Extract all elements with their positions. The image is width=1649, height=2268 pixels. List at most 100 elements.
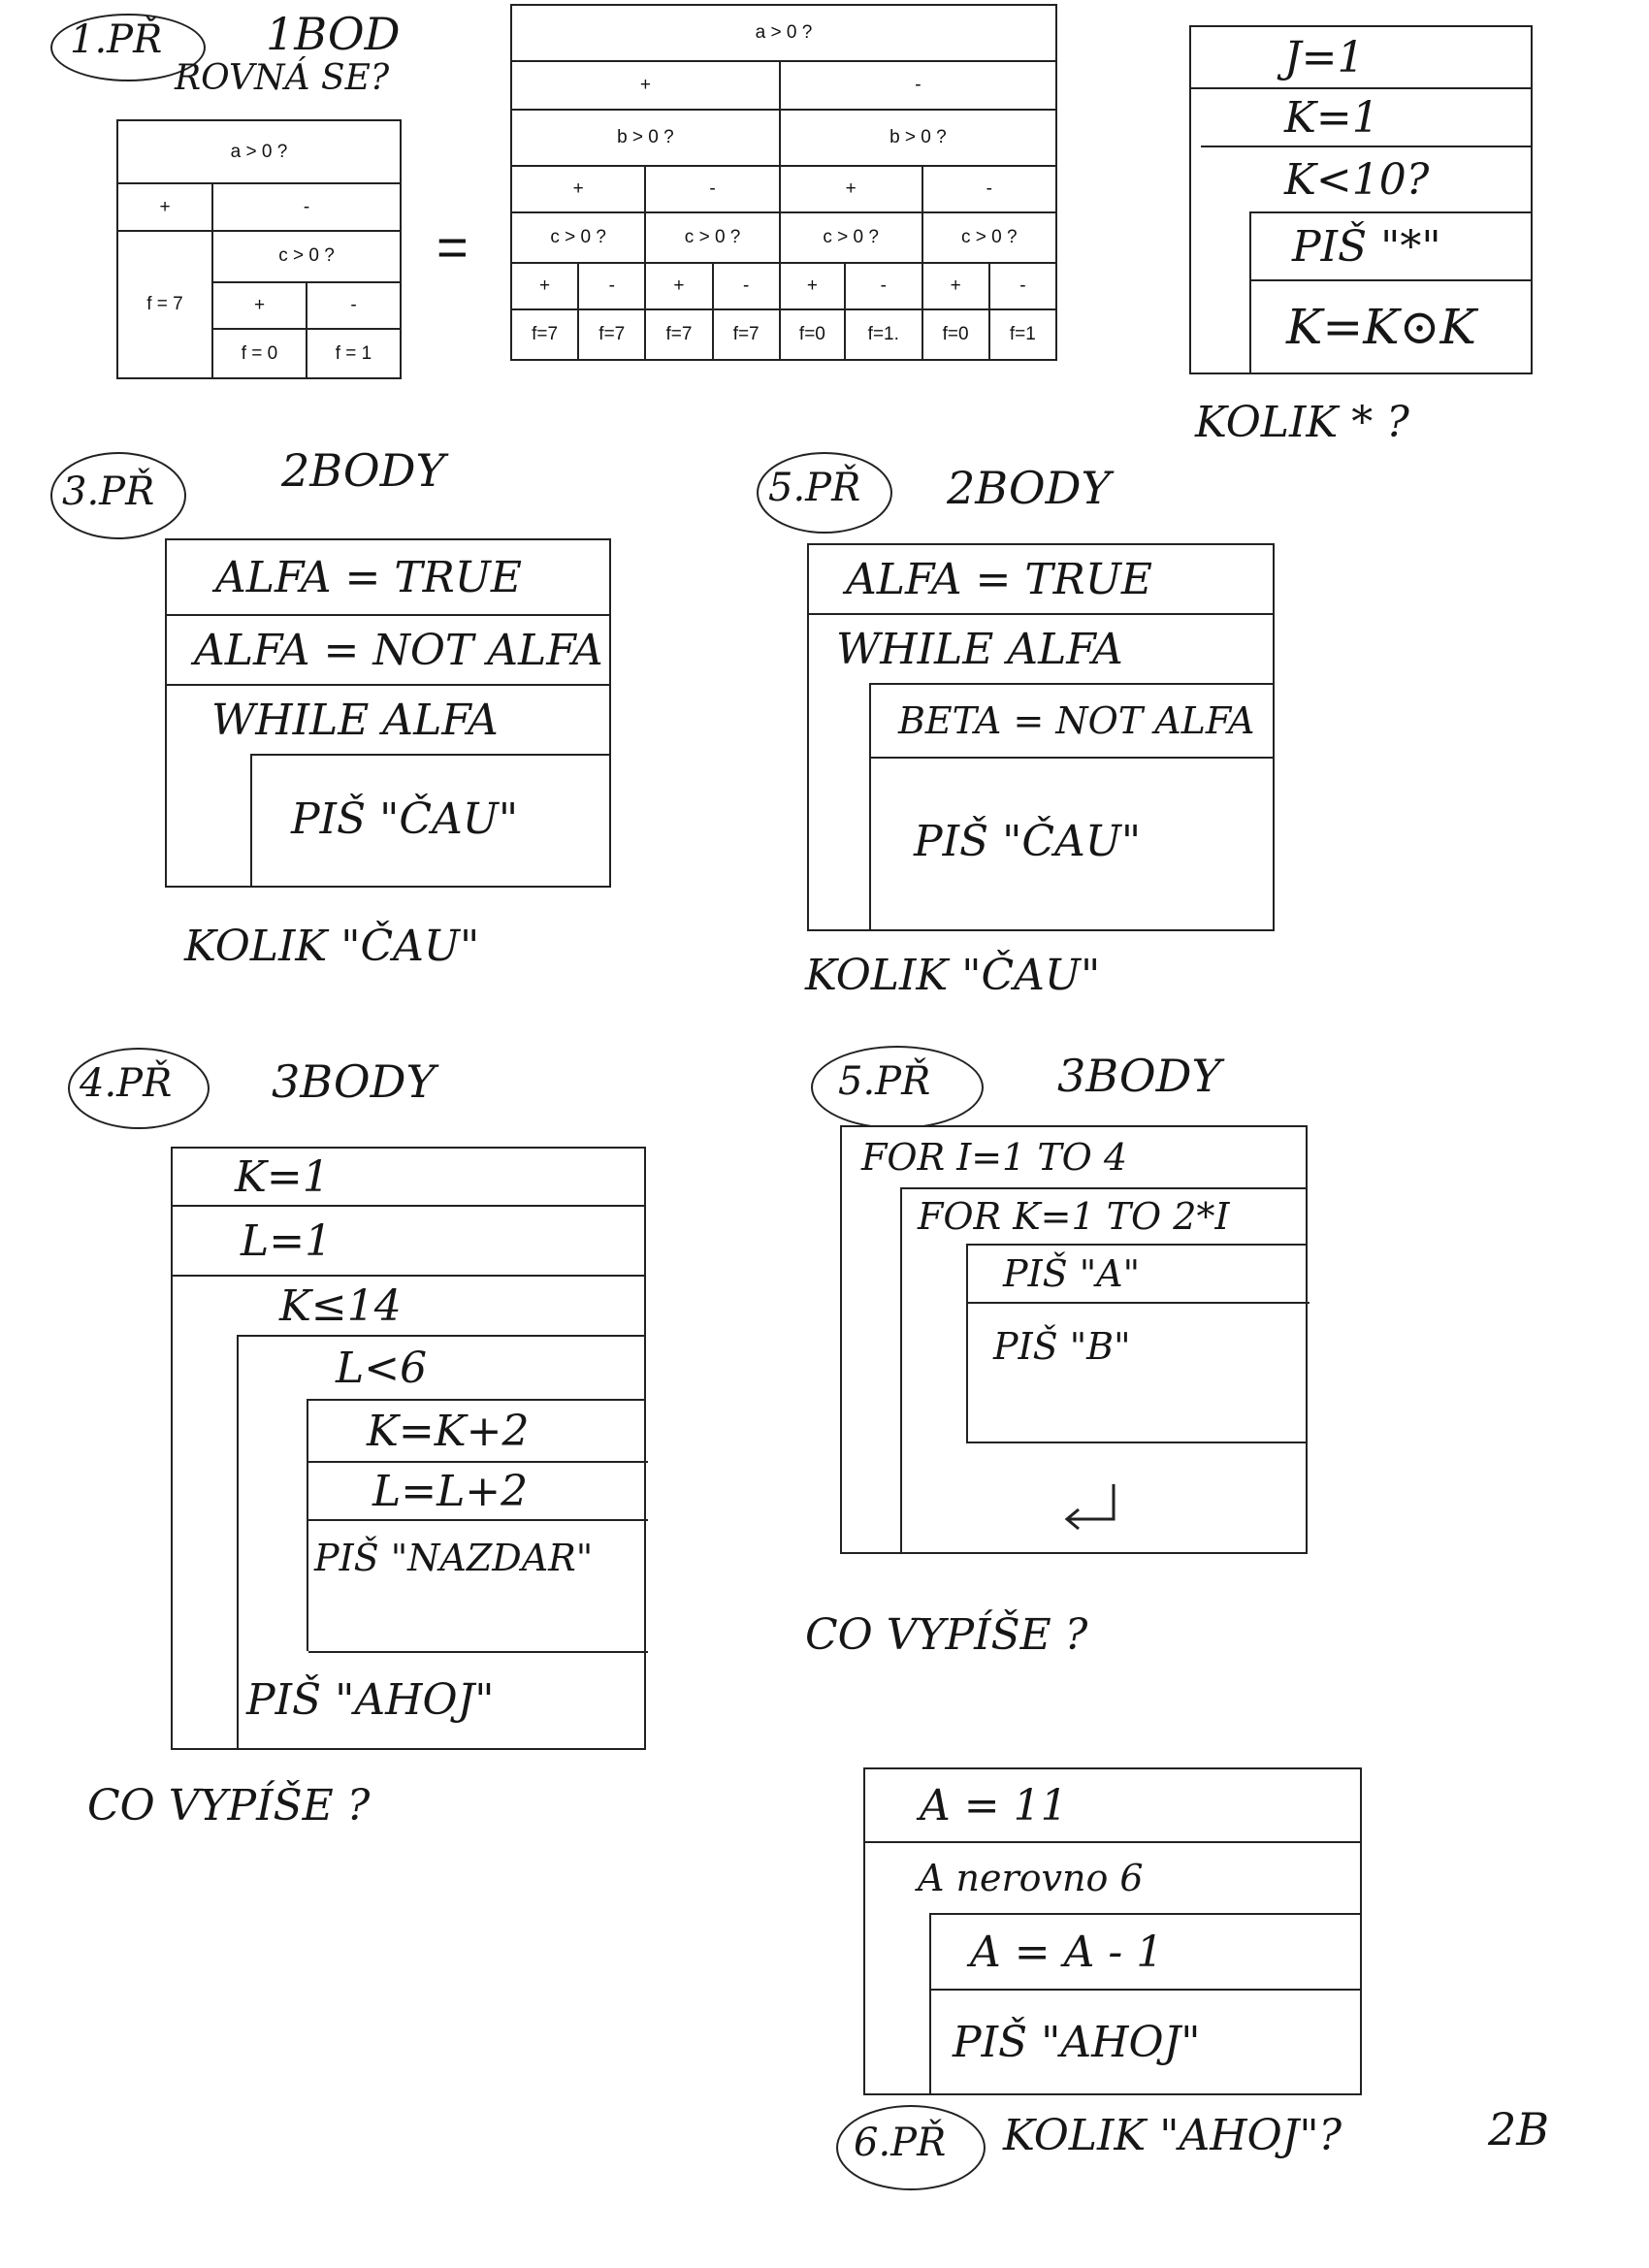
ex4-row-5: K=K+2 xyxy=(308,1401,648,1463)
ex1-right-r4: f=7 xyxy=(711,308,781,361)
ex1-right-bp1: + xyxy=(509,165,647,213)
ex1-right-s2: - xyxy=(577,262,647,310)
ex6-row-4: PIŠ "AHOJ" xyxy=(953,2017,1201,2067)
ex2-row-1: J=1 xyxy=(1191,27,1531,89)
ex1-left-table: a > 0 ? + - f = 7 c > 0 ? + - f = 0 f = … xyxy=(116,118,402,380)
ex1-right-s4: - xyxy=(711,262,781,310)
ex6-label-circle xyxy=(836,2105,986,2190)
ex3-row-3: WHILE ALFA xyxy=(211,695,499,745)
ex3-points: 2BODY xyxy=(281,444,445,497)
ex2-question: KOLIK * ? xyxy=(1195,398,1409,447)
ex6-loop-body: A = A - 1 PIŠ "AHOJ" xyxy=(929,1913,1362,2093)
ex4-row-8: PIŠ "AHOJ" xyxy=(246,1674,495,1725)
ex5a-row-4: PIŠ "ČAU" xyxy=(914,816,1142,866)
ex3-loop-body: PIŠ "ČAU" xyxy=(250,754,609,886)
ex5a-label-circle xyxy=(757,452,892,534)
ex6-row-1: A = 11 xyxy=(865,1769,1360,1843)
ex1-right-s7: + xyxy=(921,262,990,310)
ex2-loop-body: PIŠ "*" K=K⊙K xyxy=(1249,211,1533,373)
ex5b-outer-loop: FOR K=1 TO 2*I PIŠ "A" PIŠ "B" xyxy=(900,1187,1310,1552)
ex1-right-c4: c > 0 ? xyxy=(921,211,1058,264)
ex1-question: ROVNÁ SE? xyxy=(175,58,390,98)
ex1-right-s1: + xyxy=(509,262,580,310)
ex5b-question: CO VYPÍŠE ? xyxy=(805,1610,1088,1660)
ex1-equals: = xyxy=(436,216,469,277)
ex4-row-4: L<6 xyxy=(336,1343,428,1393)
ex1-left-head: a > 0 ? xyxy=(116,118,402,185)
ex1-right-r8: f=1 xyxy=(987,308,1058,361)
ex2-row-3: K<10? xyxy=(1284,154,1430,205)
ex1-right-table: a > 0 ? + - b > 0 ? b > 0 ? + - + - c > … xyxy=(509,4,1058,361)
ex1-left-c-plus: + xyxy=(211,280,307,331)
ex5b-row-3: PIŠ "A" xyxy=(968,1246,1310,1304)
ex5b-row-4: PIŠ "B" xyxy=(993,1325,1131,1368)
ex1-right-s3: + xyxy=(644,262,714,310)
ex1-left-c-minus: - xyxy=(306,280,402,331)
ex4-nsd: K=1 L=1 K≤14 L<6 K=K+2 L=L+2 PIŠ "NAZDAR… xyxy=(171,1147,648,1750)
ex1-right-r2: f=7 xyxy=(577,308,647,361)
ex5a-label: 5.PŘ xyxy=(768,466,861,510)
ex6-label: 6.PŘ xyxy=(854,2121,947,2165)
ex4-row-1: K=1 xyxy=(173,1149,644,1207)
return-arrow-icon xyxy=(1064,1484,1116,1531)
ex1-right-s8: - xyxy=(987,262,1058,310)
ex5a-question: KOLIK "ČAU" xyxy=(805,951,1101,1000)
ex2-row-4: PIŠ "*" xyxy=(1251,213,1533,281)
ex1-right-head: a > 0 ? xyxy=(510,4,1057,62)
ex1-right-c1: c > 0 ? xyxy=(509,211,647,264)
ex4-row-2: L=1 xyxy=(173,1207,644,1277)
ex3-row-2: ALFA = NOT ALFA xyxy=(167,616,609,686)
ex4-row-7: PIŠ "NAZDAR" xyxy=(308,1521,648,1653)
ex1-right-s5: + xyxy=(778,262,847,310)
ex4-outer-loop: L<6 K=K+2 L=L+2 PIŠ "NAZDAR" PIŠ "AHOJ" xyxy=(237,1335,648,1748)
ex3-nsd: ALFA = TRUE ALFA = NOT ALFA WHILE ALFA P… xyxy=(165,538,611,888)
ex1-right-bm1: - xyxy=(644,165,781,213)
ex4-row-6: L=L+2 xyxy=(308,1463,648,1521)
ex1-left-f1: f = 1 xyxy=(306,328,402,379)
ex1-right-plus: + xyxy=(510,60,781,111)
ex3-question: KOLIK "ČAU" xyxy=(184,922,480,971)
ex5b-row-1: FOR I=1 TO 4 xyxy=(861,1136,1128,1179)
ex1-left-f0: f = 0 xyxy=(211,328,307,379)
ex5b-inner-loop: PIŠ "A" PIŠ "B" xyxy=(966,1244,1310,1443)
ex4-points: 3BODY xyxy=(272,1055,436,1108)
ex1-label: 1.PŘ xyxy=(70,17,163,62)
ex5b-label: 5.PŘ xyxy=(838,1059,931,1104)
ex1-right-c2: c > 0 ? xyxy=(644,211,781,264)
ex5a-nsd: ALFA = TRUE WHILE ALFA BETA = NOT ALFA P… xyxy=(807,543,1275,931)
ex1-right-r7: f=0 xyxy=(921,308,990,361)
ex1-right-minus: - xyxy=(778,60,1058,111)
ex6-row-2: A nerovno 6 xyxy=(918,1857,1144,1899)
ex1-right-r3: f=7 xyxy=(644,308,714,361)
ex4-row-3: K≤14 xyxy=(279,1280,402,1331)
ex3-row-1: ALFA = TRUE xyxy=(167,540,609,616)
ex1-right-bm2: - xyxy=(921,165,1058,213)
ex1-label-circle xyxy=(50,14,206,81)
ex5b-nsd: FOR I=1 TO 4 FOR K=1 TO 2*I PIŠ "A" PIŠ … xyxy=(840,1125,1310,1554)
ex5a-points: 2BODY xyxy=(947,462,1111,514)
ex1-left-chead: c > 0 ? xyxy=(211,229,402,283)
ex5b-row-2: FOR K=1 TO 2*I xyxy=(918,1195,1230,1238)
ex5a-row-3: BETA = NOT ALFA xyxy=(871,685,1275,759)
ex6-question: KOLIK "AHOJ"? xyxy=(1003,2111,1342,2160)
ex2-row-5: K=K⊙K xyxy=(1286,299,1476,355)
ex3-label-circle xyxy=(50,452,186,539)
ex5a-row-2: WHILE ALFA xyxy=(836,624,1123,674)
ex4-label-circle xyxy=(68,1048,210,1129)
ex1-right-bp2: + xyxy=(778,165,923,213)
ex1-right-r1: f=7 xyxy=(509,308,580,361)
ex5a-row-1: ALFA = TRUE xyxy=(809,545,1273,615)
ex4-inner-loop: K=K+2 L=L+2 PIŠ "NAZDAR" xyxy=(307,1399,648,1653)
ex1-right-b1: b > 0 ? xyxy=(510,109,781,167)
ex1-right-r6: f=1. xyxy=(844,308,923,361)
ex6-nsd: A = 11 A nerovno 6 A = A - 1 PIŠ "AHOJ" xyxy=(863,1767,1362,2095)
ex4-label: 4.PŘ xyxy=(80,1061,173,1106)
ex1-right-b2: b > 0 ? xyxy=(778,109,1058,167)
ex2-row-2: K=1 xyxy=(1201,89,1531,147)
ex1-left-minus: - xyxy=(211,182,402,232)
ex1-right-s6: - xyxy=(844,262,923,310)
ex3-row-4: PIŠ "ČAU" xyxy=(291,794,519,844)
ex6-points: 2B xyxy=(1488,2103,1550,2155)
ex6-row-3: A = A - 1 xyxy=(931,1915,1362,1991)
ex5a-loop-body: BETA = NOT ALFA PIŠ "ČAU" xyxy=(869,683,1275,929)
